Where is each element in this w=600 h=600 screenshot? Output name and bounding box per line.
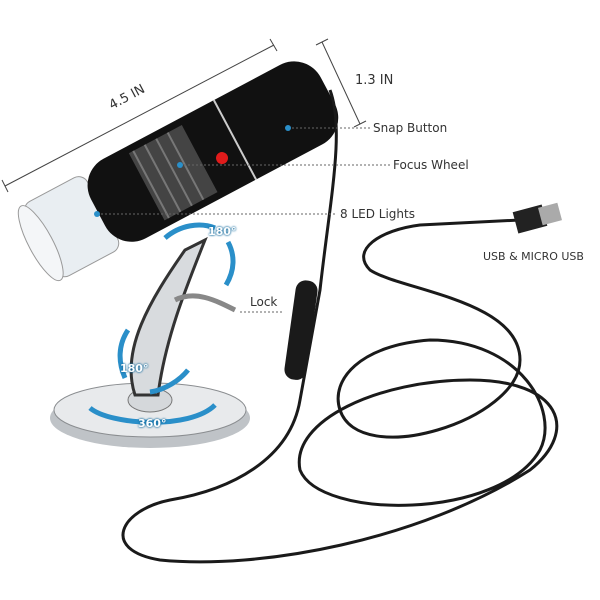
callout-snap-button: Snap Button (373, 121, 448, 135)
arm-tilt-angle: 180° (120, 362, 149, 375)
stand-arm (129, 236, 208, 397)
callout-focus-wheel: Focus Wheel (393, 158, 469, 172)
lock-clip (173, 293, 237, 313)
rotation-arrows (88, 222, 236, 425)
callout-lines (97, 127, 390, 313)
snap-button (216, 152, 229, 165)
usb-connector (512, 202, 562, 234)
diameter-dimension-line (315, 38, 367, 128)
callout-usb: USB & MICRO USB (483, 250, 584, 263)
callout-lock: Lock (250, 295, 278, 309)
microscope-body (17, 61, 339, 282)
usb-cable (121, 89, 559, 564)
inline-switch (284, 280, 318, 380)
focus-wheel (128, 125, 218, 221)
callout-led-lights: 8 LED Lights (340, 207, 415, 221)
diameter-label: 1.3 IN (355, 73, 394, 88)
top-tilt-angle: 180° (208, 225, 237, 238)
base-rotation-angle: 360° (138, 417, 167, 430)
length-dimension-line (1, 38, 278, 193)
